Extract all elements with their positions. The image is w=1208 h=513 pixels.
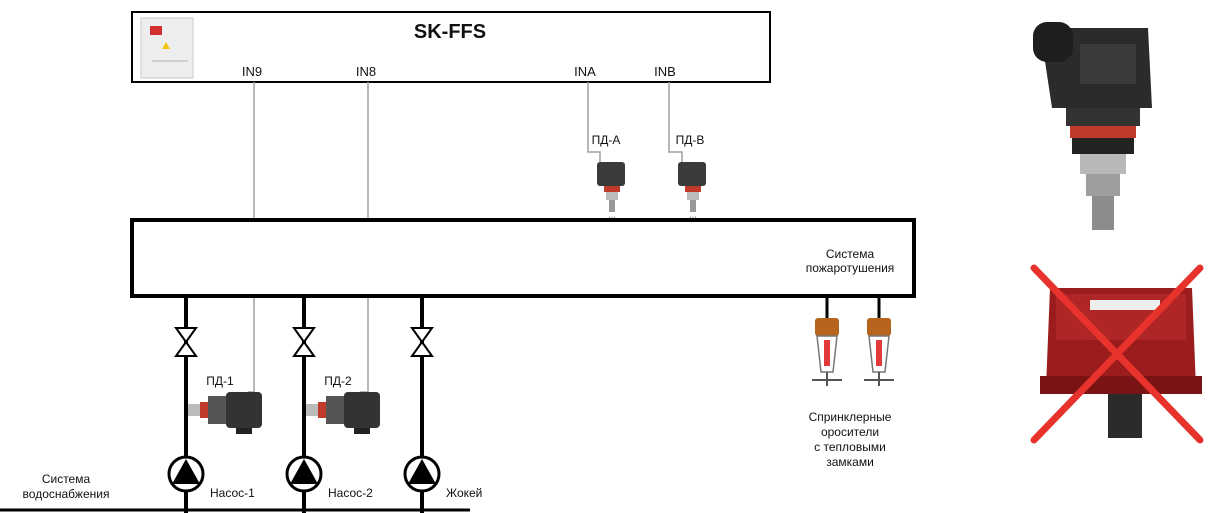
pressure-sensor-icon [188,392,262,434]
label-pd-a: ПД-А [592,133,621,147]
controller-box [131,11,771,83]
sprinkler-label-1: Спринклерные [809,410,892,424]
control-cabinet-icon [140,17,194,79]
pressure-sensor-icon: ||| [678,162,706,224]
valve-icon [174,327,198,357]
pump-icon [285,455,323,493]
sprinkler-label-3: с тепловыми [814,440,886,454]
water-supply-line2: водоснабжения [23,487,110,501]
pump-icon [403,455,441,493]
wire-ina [587,82,601,162]
sprinkler-pipes [825,296,881,320]
valve-icon [410,327,434,357]
sprinkler-label-4: замками [826,455,874,469]
port-inb: INB [654,64,676,79]
label-pd-1: ПД-1 [206,374,234,388]
water-supply-line1: Система [42,472,91,486]
controller-title: SK-FFS [414,21,486,43]
fire-system-line1: Система [826,247,875,261]
fire-system-box [130,218,916,298]
label-pd-2: ПД-2 [324,374,352,388]
pressure-sensor-icon [306,392,380,434]
pump-label-2: Насос-2 [328,486,373,500]
sprinkler-icon [812,318,842,386]
red-cross-icon [1030,264,1204,444]
label-pd-b: ПД-В [676,133,705,147]
wire-inb [668,82,683,162]
valve-icon [292,327,316,357]
fire-system-line2: пожаротушения [806,261,895,275]
port-in8: IN8 [356,64,376,79]
pressure-sensor-photo [1033,22,1152,230]
pump-icon [167,455,205,493]
pressure-sensor-icon: ||| [597,162,625,224]
pump-label-3: Жокей [446,486,482,500]
sprinkler-label-2: оросители [821,425,879,439]
pump-label-1: Насос-1 [210,486,255,500]
port-ina: INA [574,64,596,79]
sprinkler-icon [864,318,894,386]
port-in9: IN9 [242,64,262,79]
